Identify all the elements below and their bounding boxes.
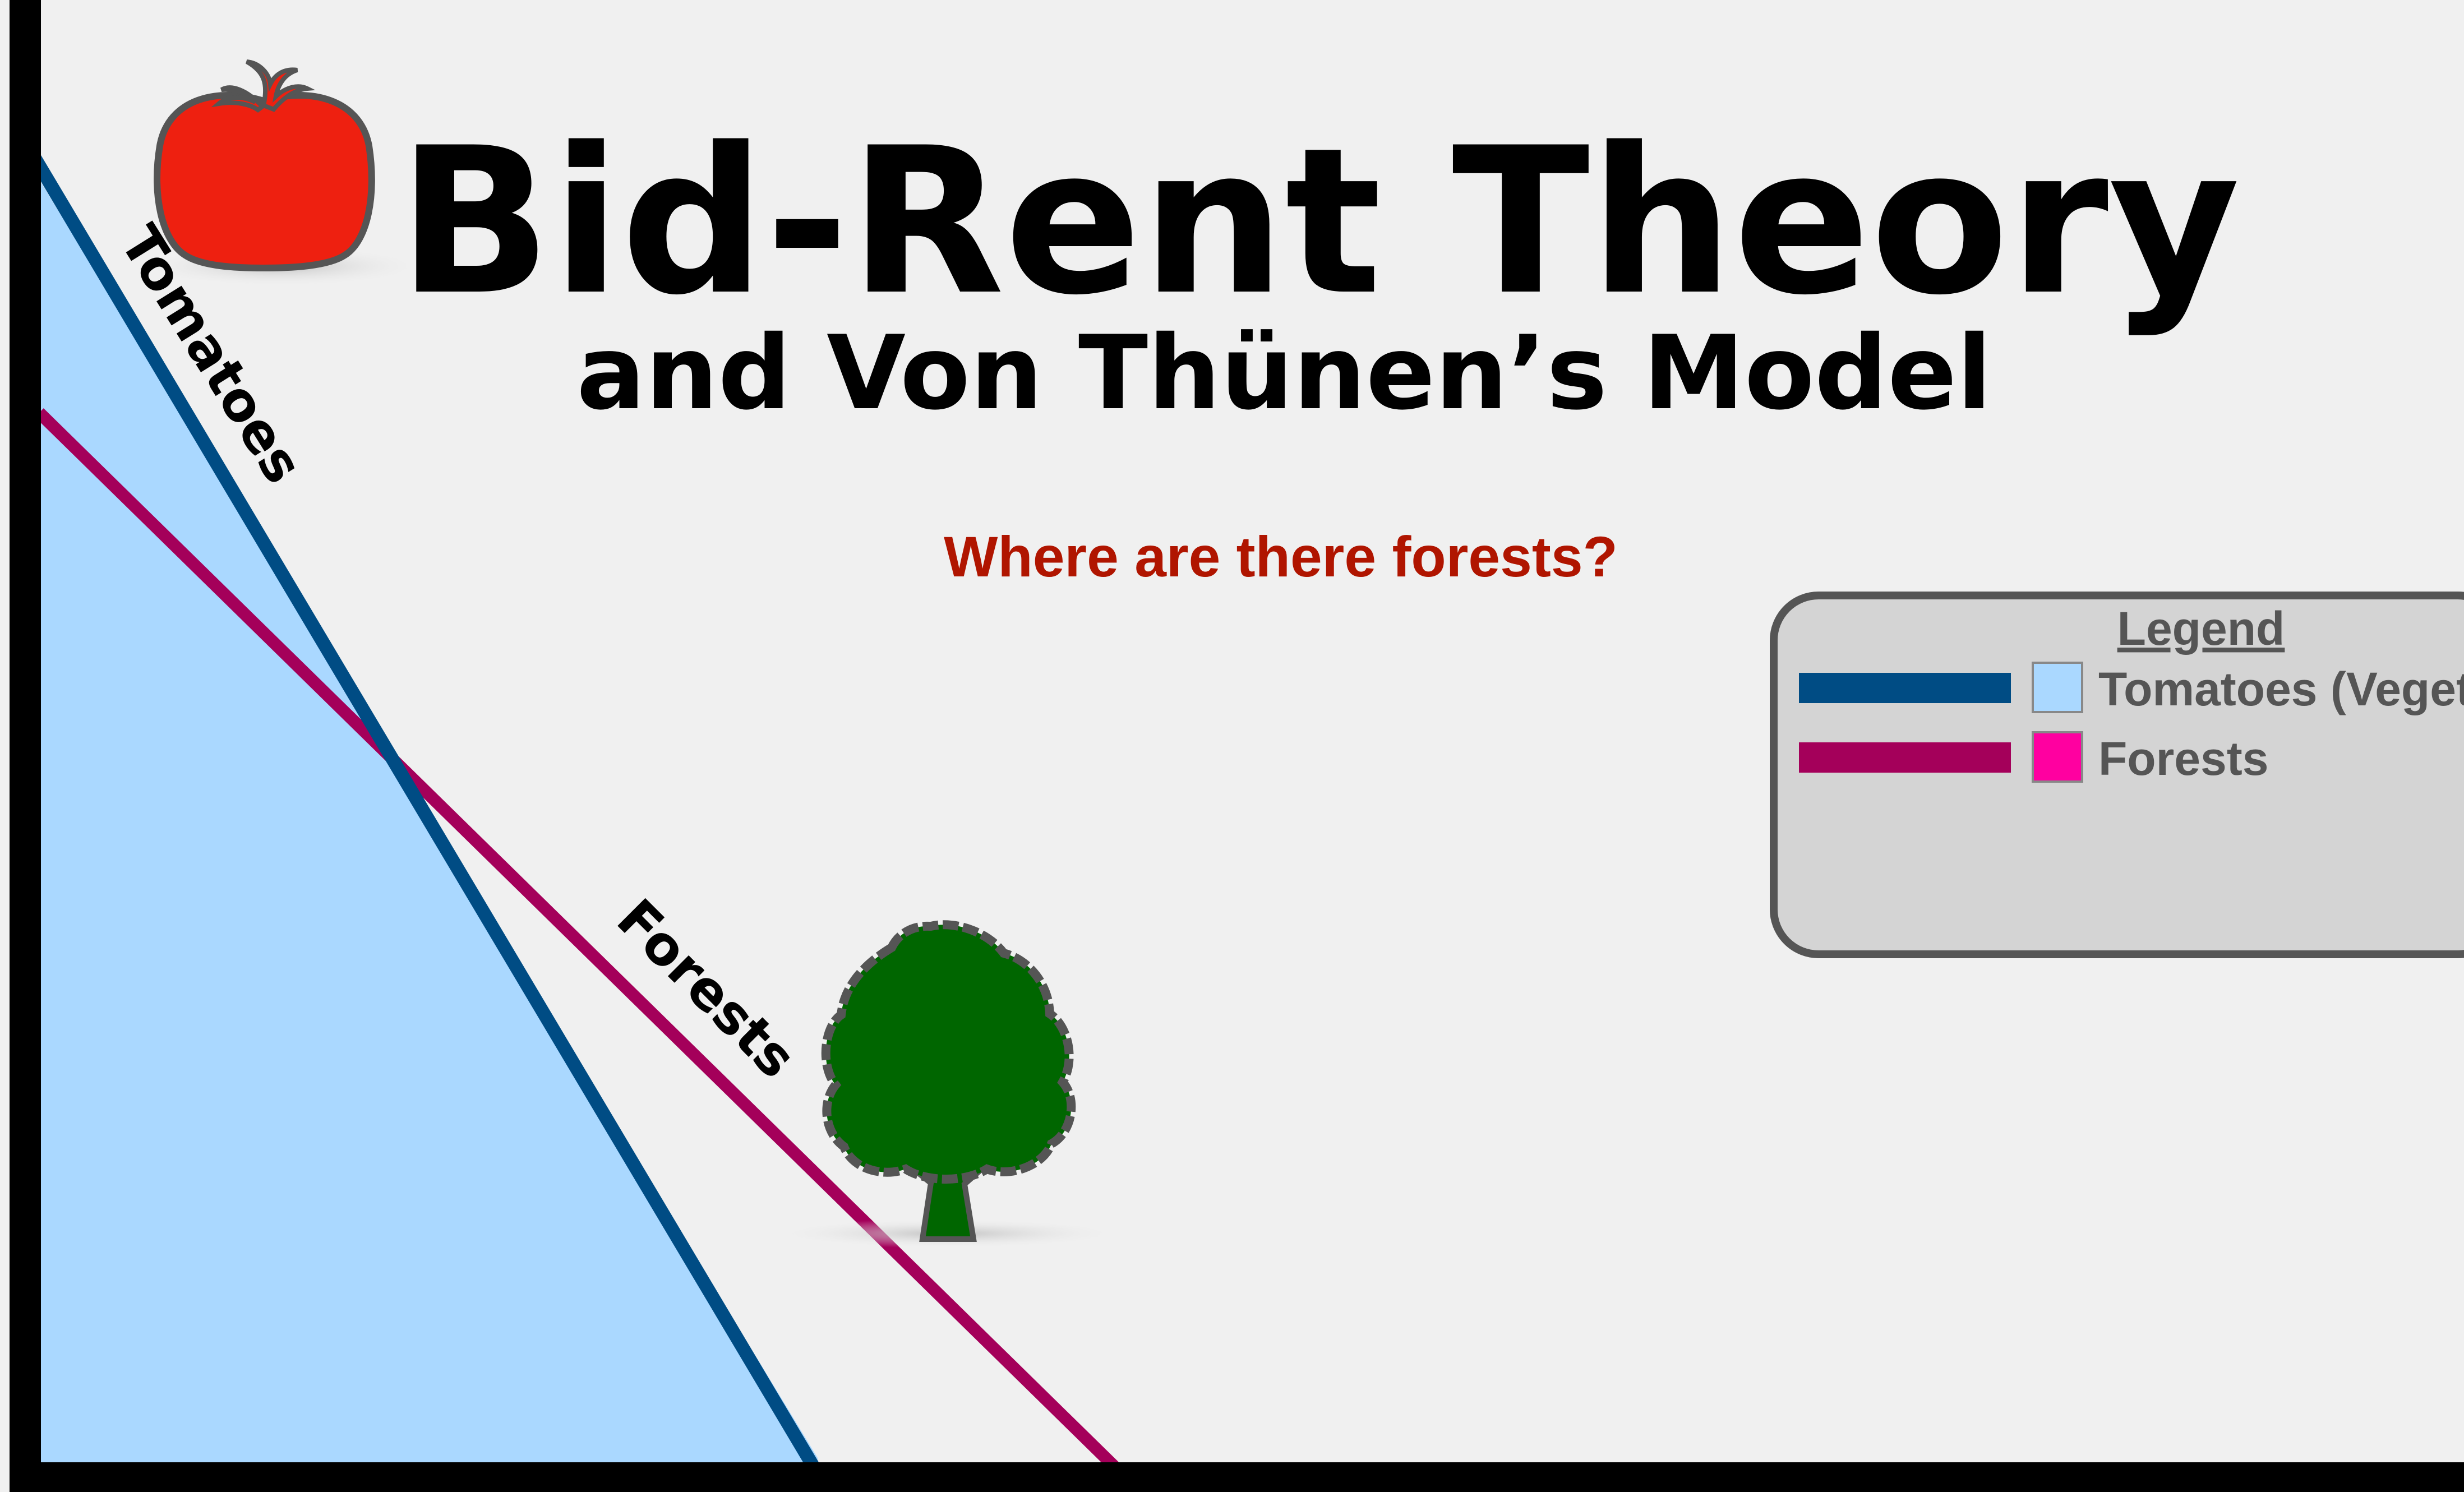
y-axis	[10, 0, 41, 1492]
question-text: Where are there forests?	[944, 525, 1618, 589]
legend-forests-swatch	[2033, 732, 2082, 782]
legend-heading: Legend	[2117, 602, 2285, 655]
page-title: Bid-Rent Theory	[398, 104, 2240, 339]
legend-forests-label: Forests	[2098, 732, 2268, 785]
legend-tomatoes-line-sample	[1799, 673, 2011, 703]
x-axis	[10, 1462, 2464, 1492]
legend-forests-line-sample	[1799, 742, 2011, 773]
page-subtitle: and Von Thünen’s Model	[576, 313, 1992, 432]
legend-tomatoes-swatch	[2033, 663, 2082, 712]
legend-tomatoes-label: Tomatoes (Vegetables)	[2098, 663, 2464, 715]
legend: Legend Tomatoes (Vegetables) Forests	[1774, 595, 2464, 954]
